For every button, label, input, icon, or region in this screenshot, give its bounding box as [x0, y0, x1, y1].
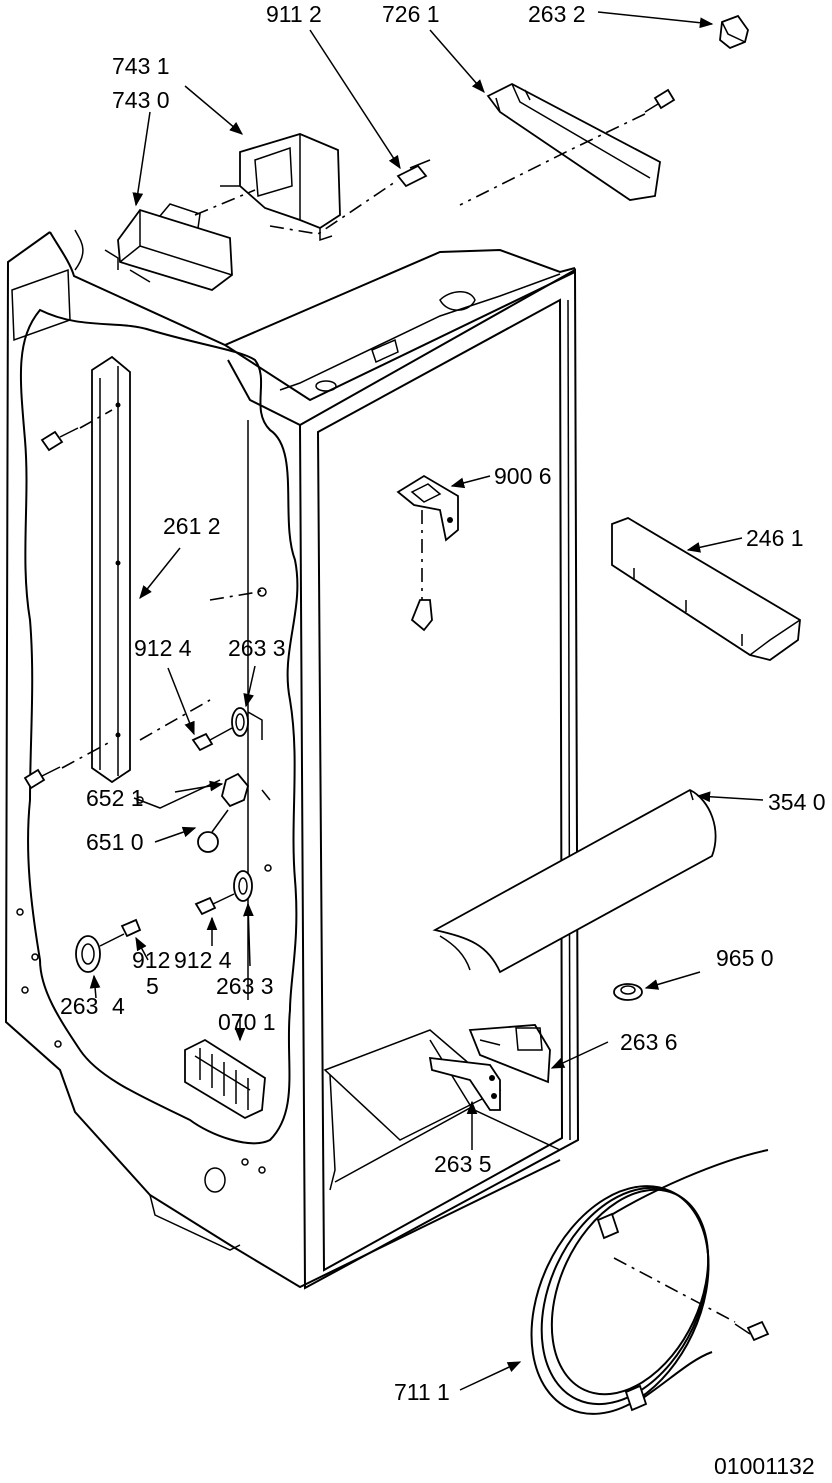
callout-912-5-num: 5: [146, 973, 159, 999]
screw-711-1: [734, 1320, 770, 1342]
screw-900-6: [410, 599, 433, 632]
callout-263-3-upper: 263 3: [228, 635, 286, 661]
bracket-263-5: [428, 1056, 501, 1111]
callout-651-0: 651 0: [86, 829, 144, 855]
screw-911-2: [396, 159, 431, 188]
callout-965-0: 965 0: [716, 945, 774, 971]
callout-263-2: 263 2: [528, 1, 586, 27]
callout-743-1: 743 1: [112, 53, 170, 79]
callout-263-3-lower: 263 3: [216, 973, 274, 999]
callout-261-2: 261 2: [163, 513, 221, 539]
callout-900-6: 900 6: [494, 463, 552, 489]
callout-354-0: 354 0: [768, 789, 826, 815]
cutaway-outline: [19, 308, 299, 1145]
cabinet-liner: [4, 231, 580, 1290]
callout-263-5: 263 5: [434, 1151, 492, 1177]
document-number: 01001132: [714, 1453, 815, 1479]
socket-263-3-upper: [231, 707, 263, 740]
callout-726-1: 726 1: [382, 1, 440, 27]
screw-left-lower: [23, 766, 61, 790]
bracket-743-1: [220, 133, 341, 242]
cover-354-0: [432, 788, 717, 974]
screw-912-4-lower: [194, 893, 235, 916]
coil-711-1: [530, 1149, 769, 1415]
callout-912-4-lower: 912 4: [174, 947, 232, 973]
callout-263-6: 263 6: [620, 1029, 678, 1055]
screw-726-1: [644, 88, 676, 113]
callout-263-4: 263: [60, 993, 98, 1019]
callout-652-1: 652 1: [86, 785, 144, 811]
screw-912-4-upper: [191, 727, 233, 752]
screw-left-upper: [40, 427, 79, 452]
socket-263-4: [75, 935, 101, 973]
clip-263-2: [719, 14, 749, 50]
callout-912-4-upper: 912 4: [134, 635, 192, 661]
callout-911-2: 911 2: [266, 1, 322, 27]
callout-246-1: 246 1: [746, 525, 804, 551]
callout-070-1: 070 1: [218, 1009, 276, 1035]
grille-070-1: [184, 1038, 266, 1120]
callout-labels: 911 2 726 1 263 2 743 1 743 0 900 6 246 …: [60, 1, 826, 1479]
grommet-965-0: [613, 983, 643, 1001]
channel-726-1: [486, 82, 661, 201]
channel-246-1: [611, 517, 801, 661]
control-box-743-0: [104, 203, 233, 291]
socket-263-3-lower: [233, 864, 272, 902]
callout-743-0: 743 0: [112, 87, 170, 113]
lamp-holder-652-1: [133, 772, 271, 809]
leader-lines: [89, 11, 764, 1391]
callout-263-4-num: 4: [112, 993, 125, 1019]
bracket-900-6: [396, 474, 459, 542]
callout-912-5: 912: [132, 947, 170, 973]
bulb-651-0: [197, 809, 229, 853]
bracket-263-6: [468, 1024, 551, 1084]
rail-261-2: [91, 355, 131, 784]
callout-711-1: 711 1: [394, 1379, 450, 1405]
screw-912-5: [99, 918, 142, 947]
